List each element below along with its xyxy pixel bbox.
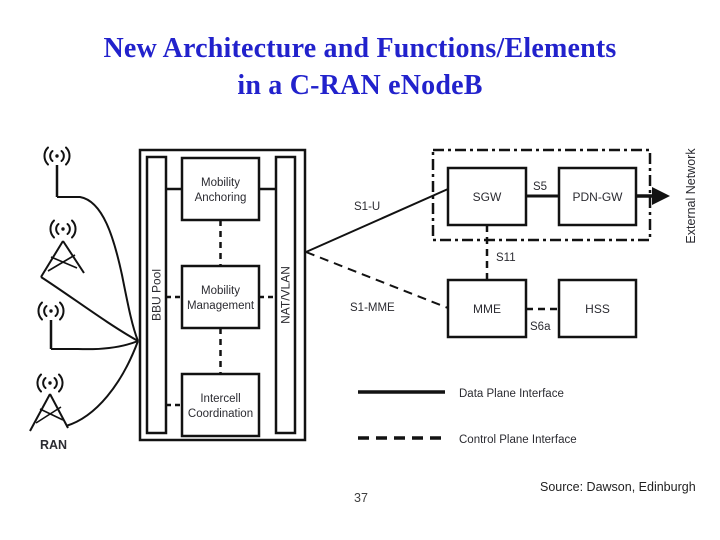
ran-label: RAN (40, 438, 67, 452)
pdn-gw-label: PDN-GW (573, 190, 624, 204)
s6a-label: S6a (530, 321, 551, 333)
external-network-label: External Network (684, 148, 698, 244)
antenna-tower-icon (29, 340, 139, 432)
nat-vlan-strip (274, 155, 297, 435)
s11-label: S11 (496, 252, 516, 264)
mobility-management-label-line1: Mobility (201, 285, 240, 297)
antenna-tower-icon (40, 219, 139, 342)
external-network-arrow-icon (652, 187, 670, 205)
mobility-anchoring-label-line1: Mobility (201, 177, 240, 189)
mobility-management-box (180, 264, 261, 330)
bbu-outer-box (138, 148, 307, 442)
slide-title-line1: New Architecture and Functions/Elements (103, 33, 617, 64)
nat-vlan-label: NAT/VLAN (279, 266, 293, 324)
sgw-label: SGW (473, 190, 502, 204)
slide-title-line2: in a C-RAN eNodeB (237, 70, 483, 101)
mobility-anchoring-label-line2: Anchoring (195, 192, 247, 204)
s1mme-label: S1-MME (350, 302, 395, 314)
epc-core-block: SGW PDN-GW S5 External Network (431, 148, 698, 244)
backhaul-lines: S1-U S1-MME (305, 188, 449, 314)
intercell-coordination-box (180, 372, 261, 438)
ran-antenna-group: RAN (29, 146, 139, 452)
bbu-pool-block: BBU Pool NAT/VLAN Mobility Anchoring Mob… (138, 148, 307, 442)
page-number: 37 (354, 491, 368, 505)
mobility-anchoring-box (180, 156, 261, 222)
hss-label: HSS (585, 302, 610, 316)
intercell-coordination-label-line2: Coordination (188, 408, 253, 420)
bbu-pool-strip (145, 155, 168, 435)
legend: Data Plane Interface Control Plane Inter… (358, 388, 577, 446)
bbu-pool-label: BBU Pool (150, 269, 164, 321)
legend-data-plane-label: Data Plane Interface (459, 388, 564, 400)
mobility-management-label-line2: Management (187, 300, 255, 312)
legend-control-plane-label: Control Plane Interface (459, 434, 577, 446)
s1u-line (305, 188, 449, 253)
s1u-label: S1-U (354, 201, 380, 213)
mme-label: MME (473, 302, 501, 316)
hss-box (557, 278, 638, 339)
s5-label: S5 (533, 181, 547, 193)
mme-hss-block: S11 MME HSS S6a (446, 225, 638, 339)
intercell-coordination-label-line1: Intercell (200, 393, 240, 405)
source-credit: Source: Dawson, Edinburgh (540, 480, 696, 494)
slide-title: New Architecture and Functions/Elements … (0, 30, 720, 104)
antenna-pole-icon (43, 146, 139, 342)
antenna-pole-icon (37, 301, 139, 351)
s1mme-line (305, 251, 449, 309)
